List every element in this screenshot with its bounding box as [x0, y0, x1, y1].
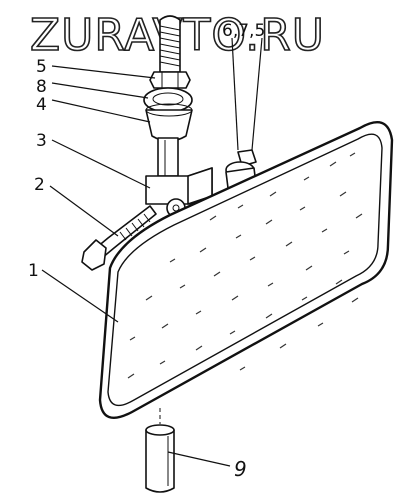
- callout-9: 9: [234, 457, 247, 481]
- callout-4: 4: [36, 95, 47, 115]
- leader-lines: [41, 37, 263, 467]
- callout-6-7-5: 6,7,5: [222, 21, 265, 41]
- callout-3: 3: [36, 131, 47, 151]
- sleeve: [145, 424, 175, 493]
- callout-5: 5: [36, 57, 47, 77]
- mirror: [98, 120, 394, 420]
- threaded-stud: [159, 15, 181, 73]
- nut: [149, 71, 191, 89]
- conical-bushing: [145, 103, 193, 142]
- mirror-glass-shading: [127, 152, 363, 379]
- mounting-rod: [157, 137, 179, 177]
- washer: [143, 87, 193, 113]
- callout-1: 1: [28, 261, 39, 281]
- callout-2: 2: [34, 175, 45, 195]
- adjusting-bolt: [81, 205, 157, 271]
- callout-8: 8: [36, 77, 47, 97]
